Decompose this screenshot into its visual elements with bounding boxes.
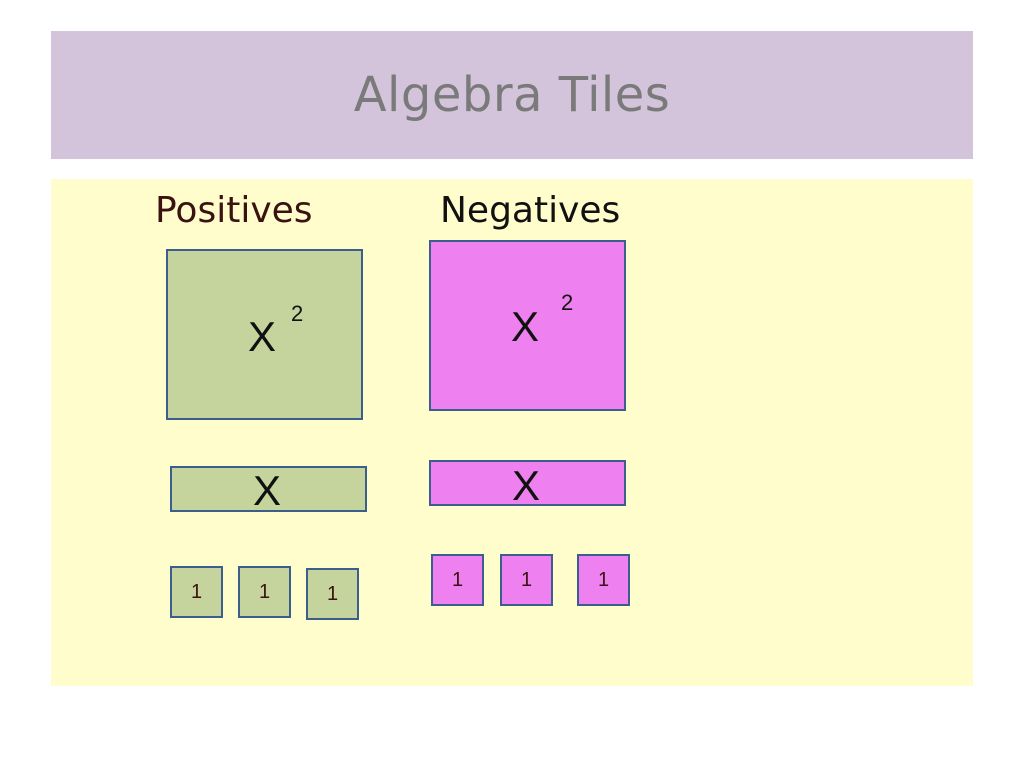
positive-x-squared-exponent: 2 [291, 301, 304, 326]
positive-unit-tile: 1 [238, 566, 291, 618]
positive-x-squared-variable: X [248, 313, 277, 360]
positive-x-tile [170, 466, 367, 512]
negative-x-squared-tile [429, 240, 626, 411]
negatives-heading: Negatives [440, 190, 621, 231]
negative-x-variable: X [512, 462, 541, 509]
negative-unit-tile: 1 [431, 554, 484, 606]
negative-x-tile [429, 460, 626, 506]
positive-unit-tile: 1 [170, 566, 223, 618]
slide-title: Algebra Tiles [353, 67, 671, 123]
positive-x-variable: X [253, 467, 282, 514]
positive-x-squared-tile [166, 249, 363, 420]
title-band: Algebra Tiles [51, 31, 973, 159]
positives-heading: Positives [155, 190, 313, 231]
negative-x-squared-exponent: 2 [561, 290, 574, 315]
negative-x-squared-variable: X [511, 303, 540, 350]
negative-unit-tile: 1 [577, 554, 630, 606]
positive-unit-tile: 1 [306, 568, 359, 620]
negative-unit-tile: 1 [500, 554, 553, 606]
